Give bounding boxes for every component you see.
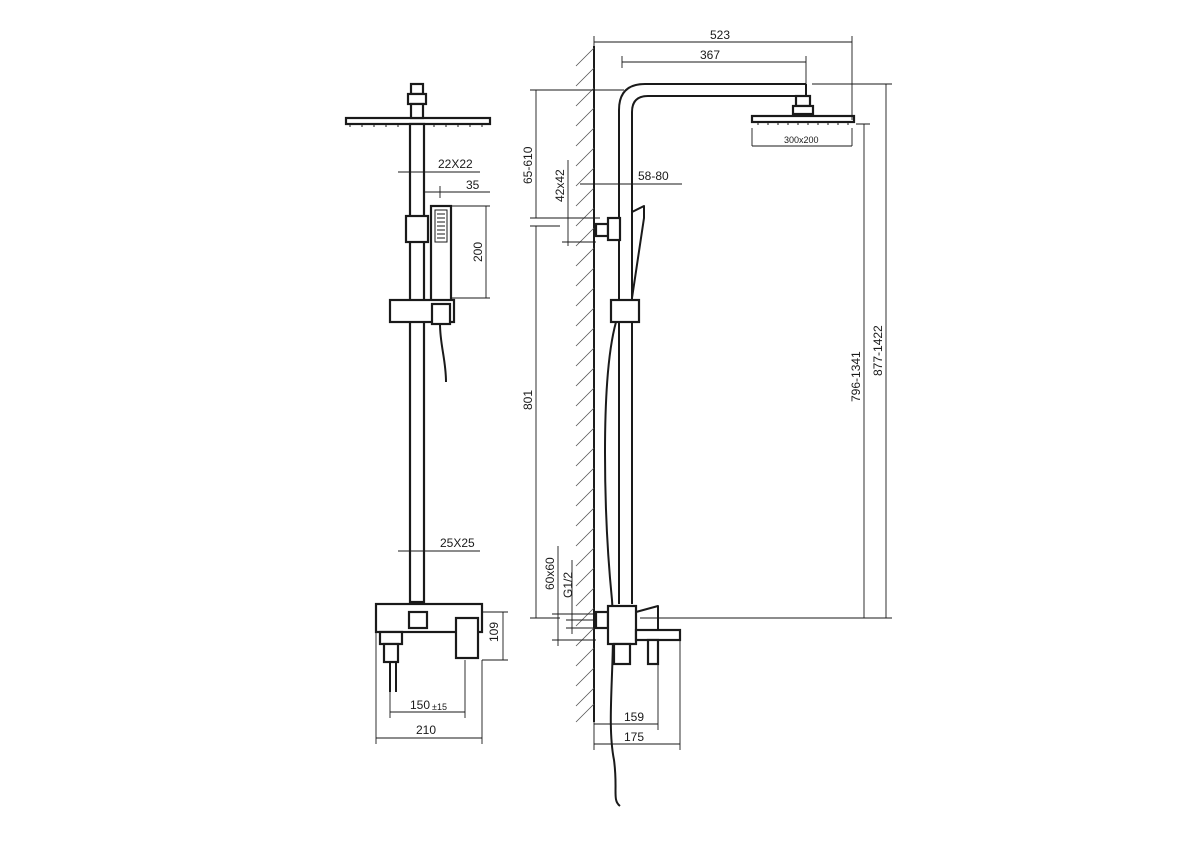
wall-hatching (575, 47, 595, 723)
front-view: 22X22 35 200 25X25 109 150 ±15 210 (344, 82, 508, 744)
dim-inlet-spacing: 150 (410, 698, 430, 712)
dim-spout-total: 175 (624, 730, 644, 744)
shower-head (344, 82, 492, 127)
upper-bracket (404, 214, 430, 244)
side-bracket (594, 216, 622, 242)
dim-top-range: 65-610 (521, 146, 535, 184)
dim-bracket-size: 42x42 (553, 169, 567, 202)
dim-overall-height-range: 877-1422 (871, 325, 885, 376)
side-slide-holder (609, 298, 641, 324)
dim-pipe-length: 801 (521, 390, 535, 410)
hose (439, 323, 447, 383)
riser-pipe (408, 122, 426, 604)
dim-head-height-range: 796-1341 (849, 351, 863, 402)
dim-spout-reach: 159 (624, 710, 644, 724)
dim-lower-pipe: 25X25 (440, 536, 475, 550)
side-dimensions: 523 367 300x200 65-610 42x42 58-80 801 7… (521, 28, 892, 750)
dim-inlet-spacing-tol: ±15 (432, 702, 447, 712)
dim-mixer-width: 210 (416, 723, 436, 737)
side-view: 523 367 300x200 65-610 42x42 58-80 801 7… (521, 28, 892, 807)
side-mixer (594, 604, 682, 666)
dim-mixer-height: 109 (487, 622, 501, 642)
dim-upper-pipe: 22X22 (438, 157, 473, 171)
side-shower-head (750, 94, 856, 125)
dim-mixer-body: 60x60 (543, 557, 557, 590)
dim-inlet-thread: G1/2 (561, 572, 575, 598)
side-riser-arm (618, 83, 807, 604)
wall (575, 46, 595, 723)
hand-shower (429, 204, 453, 308)
slide-holder (388, 298, 456, 326)
front-dimensions: 22X22 35 200 25X25 109 150 ±15 210 (375, 157, 508, 744)
dim-hand-shower-offset: 35 (466, 178, 480, 192)
mixer (374, 602, 484, 692)
dim-arm-length: 367 (700, 48, 720, 62)
dim-hand-shower-length: 200 (471, 242, 485, 262)
side-hand-shower (631, 205, 645, 299)
dim-head-size: 300x200 (784, 135, 819, 145)
dim-bracket-offset: 58-80 (638, 169, 669, 183)
side-hose (604, 321, 621, 807)
dim-total-depth: 523 (710, 28, 730, 42)
